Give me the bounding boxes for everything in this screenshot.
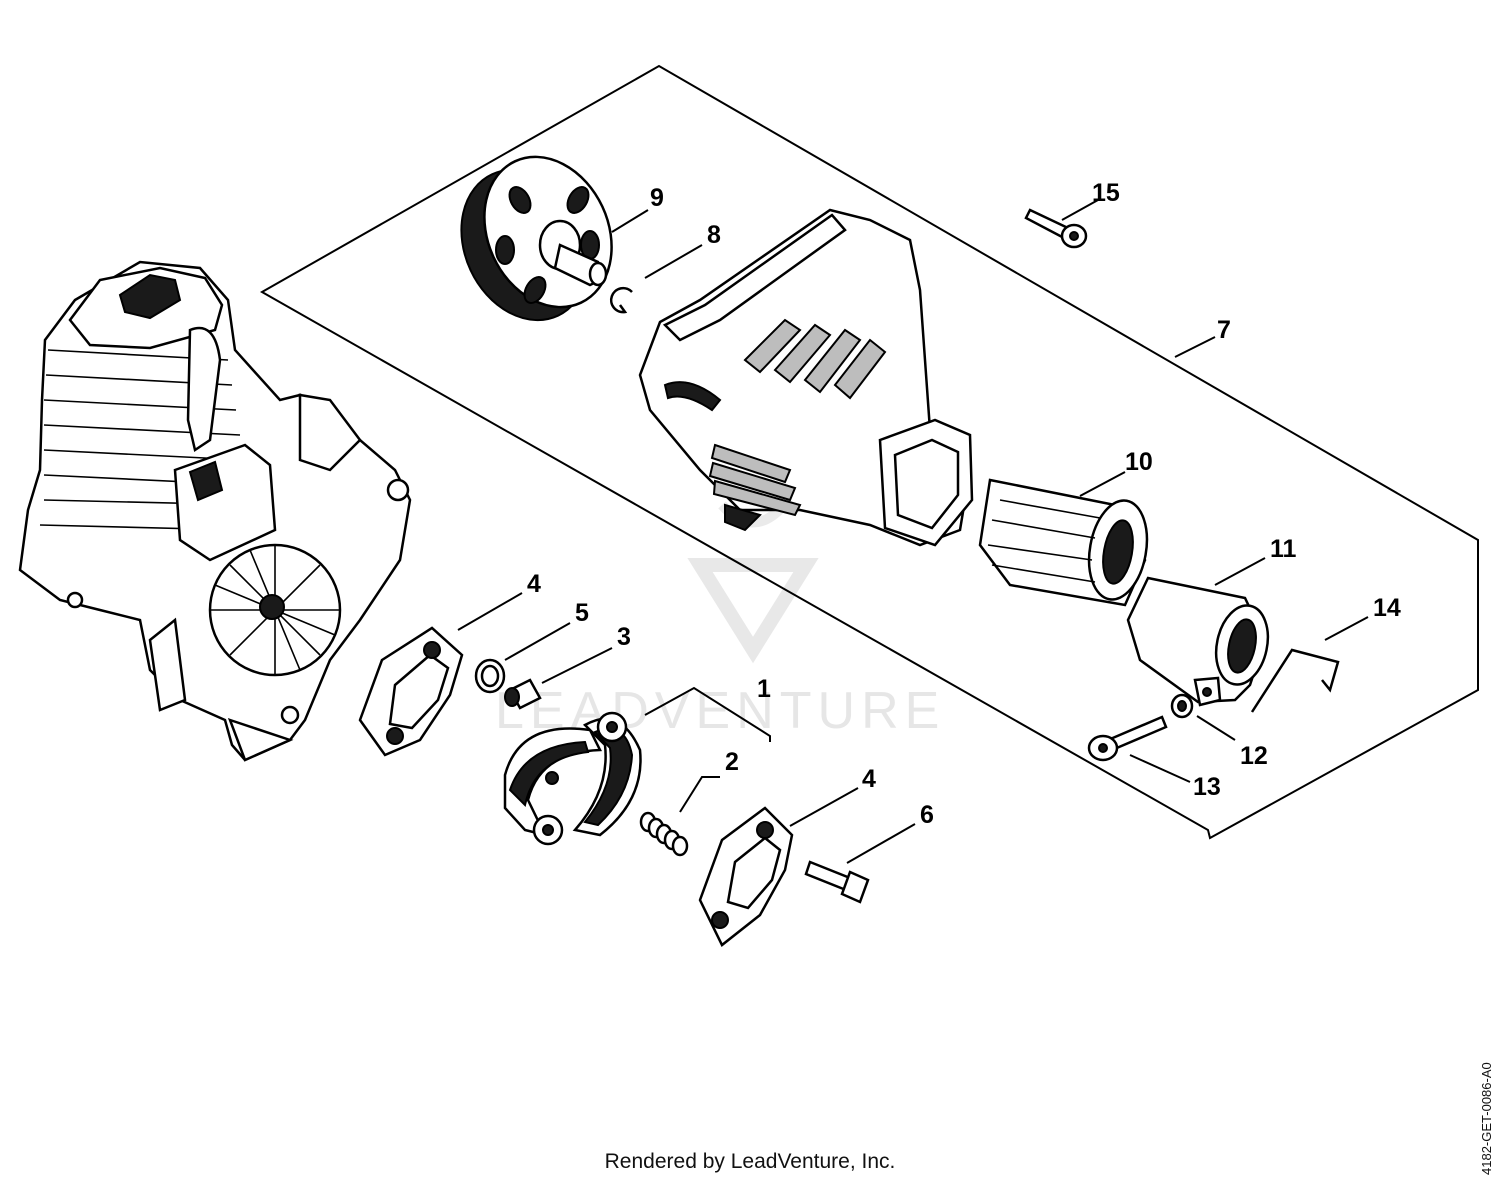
- callout-6: 6: [920, 801, 934, 829]
- callout-5: 5: [575, 599, 589, 627]
- part-7-fan-housing: [638, 208, 974, 547]
- callout-15: 15: [1092, 179, 1120, 207]
- leader-lines: [457, 199, 1369, 864]
- callout-13: 13: [1193, 773, 1221, 801]
- part-14-wire-clip: [1250, 648, 1340, 713]
- assembly-outline: [259, 64, 1479, 840]
- part-9-clutch-drum: [460, 155, 613, 322]
- callout-14: 14: [1373, 594, 1401, 622]
- part-10-impeller: [978, 478, 1149, 607]
- part-1-clutch-shoes: [503, 711, 642, 846]
- part-12-washer: [1170, 693, 1194, 719]
- part-5-ring: [474, 658, 506, 694]
- engine-block: [18, 260, 412, 762]
- callout-4-lower: 4: [862, 765, 876, 793]
- part-4-carrier-plate-upper: [358, 626, 464, 757]
- callout-2: 2: [725, 748, 739, 776]
- callout-8: 8: [707, 221, 721, 249]
- part-3-bushing: [504, 678, 542, 710]
- part-13-screw: [1087, 715, 1168, 762]
- callout-10: 10: [1125, 448, 1153, 476]
- callout-3: 3: [617, 623, 631, 651]
- part-6-screw: [804, 860, 870, 904]
- part-11-sleeve: [1126, 576, 1270, 707]
- callout-1: 1: [757, 675, 771, 703]
- part-8-circlip: [610, 286, 633, 314]
- watermark-logo: LEADVENTURE: [495, 501, 939, 740]
- part-2-tension-spring: [639, 811, 689, 857]
- callout-12: 12: [1240, 742, 1268, 770]
- callout-labels: 1 2 3 4 4 5 6 7 8 9 10 11 12 13 14 15: [527, 179, 1401, 829]
- callout-11: 11: [1270, 535, 1297, 563]
- callout-9: 9: [650, 184, 664, 212]
- part-4-carrier-plate-lower: [698, 806, 794, 947]
- part-15-screw: [1024, 208, 1088, 249]
- footer-credit: Rendered by LeadVenture, Inc.: [604, 1150, 896, 1173]
- document-id: 4182-GET-0086-A0: [1479, 1062, 1494, 1175]
- callout-7: 7: [1217, 316, 1231, 344]
- callout-4-upper: 4: [527, 570, 541, 598]
